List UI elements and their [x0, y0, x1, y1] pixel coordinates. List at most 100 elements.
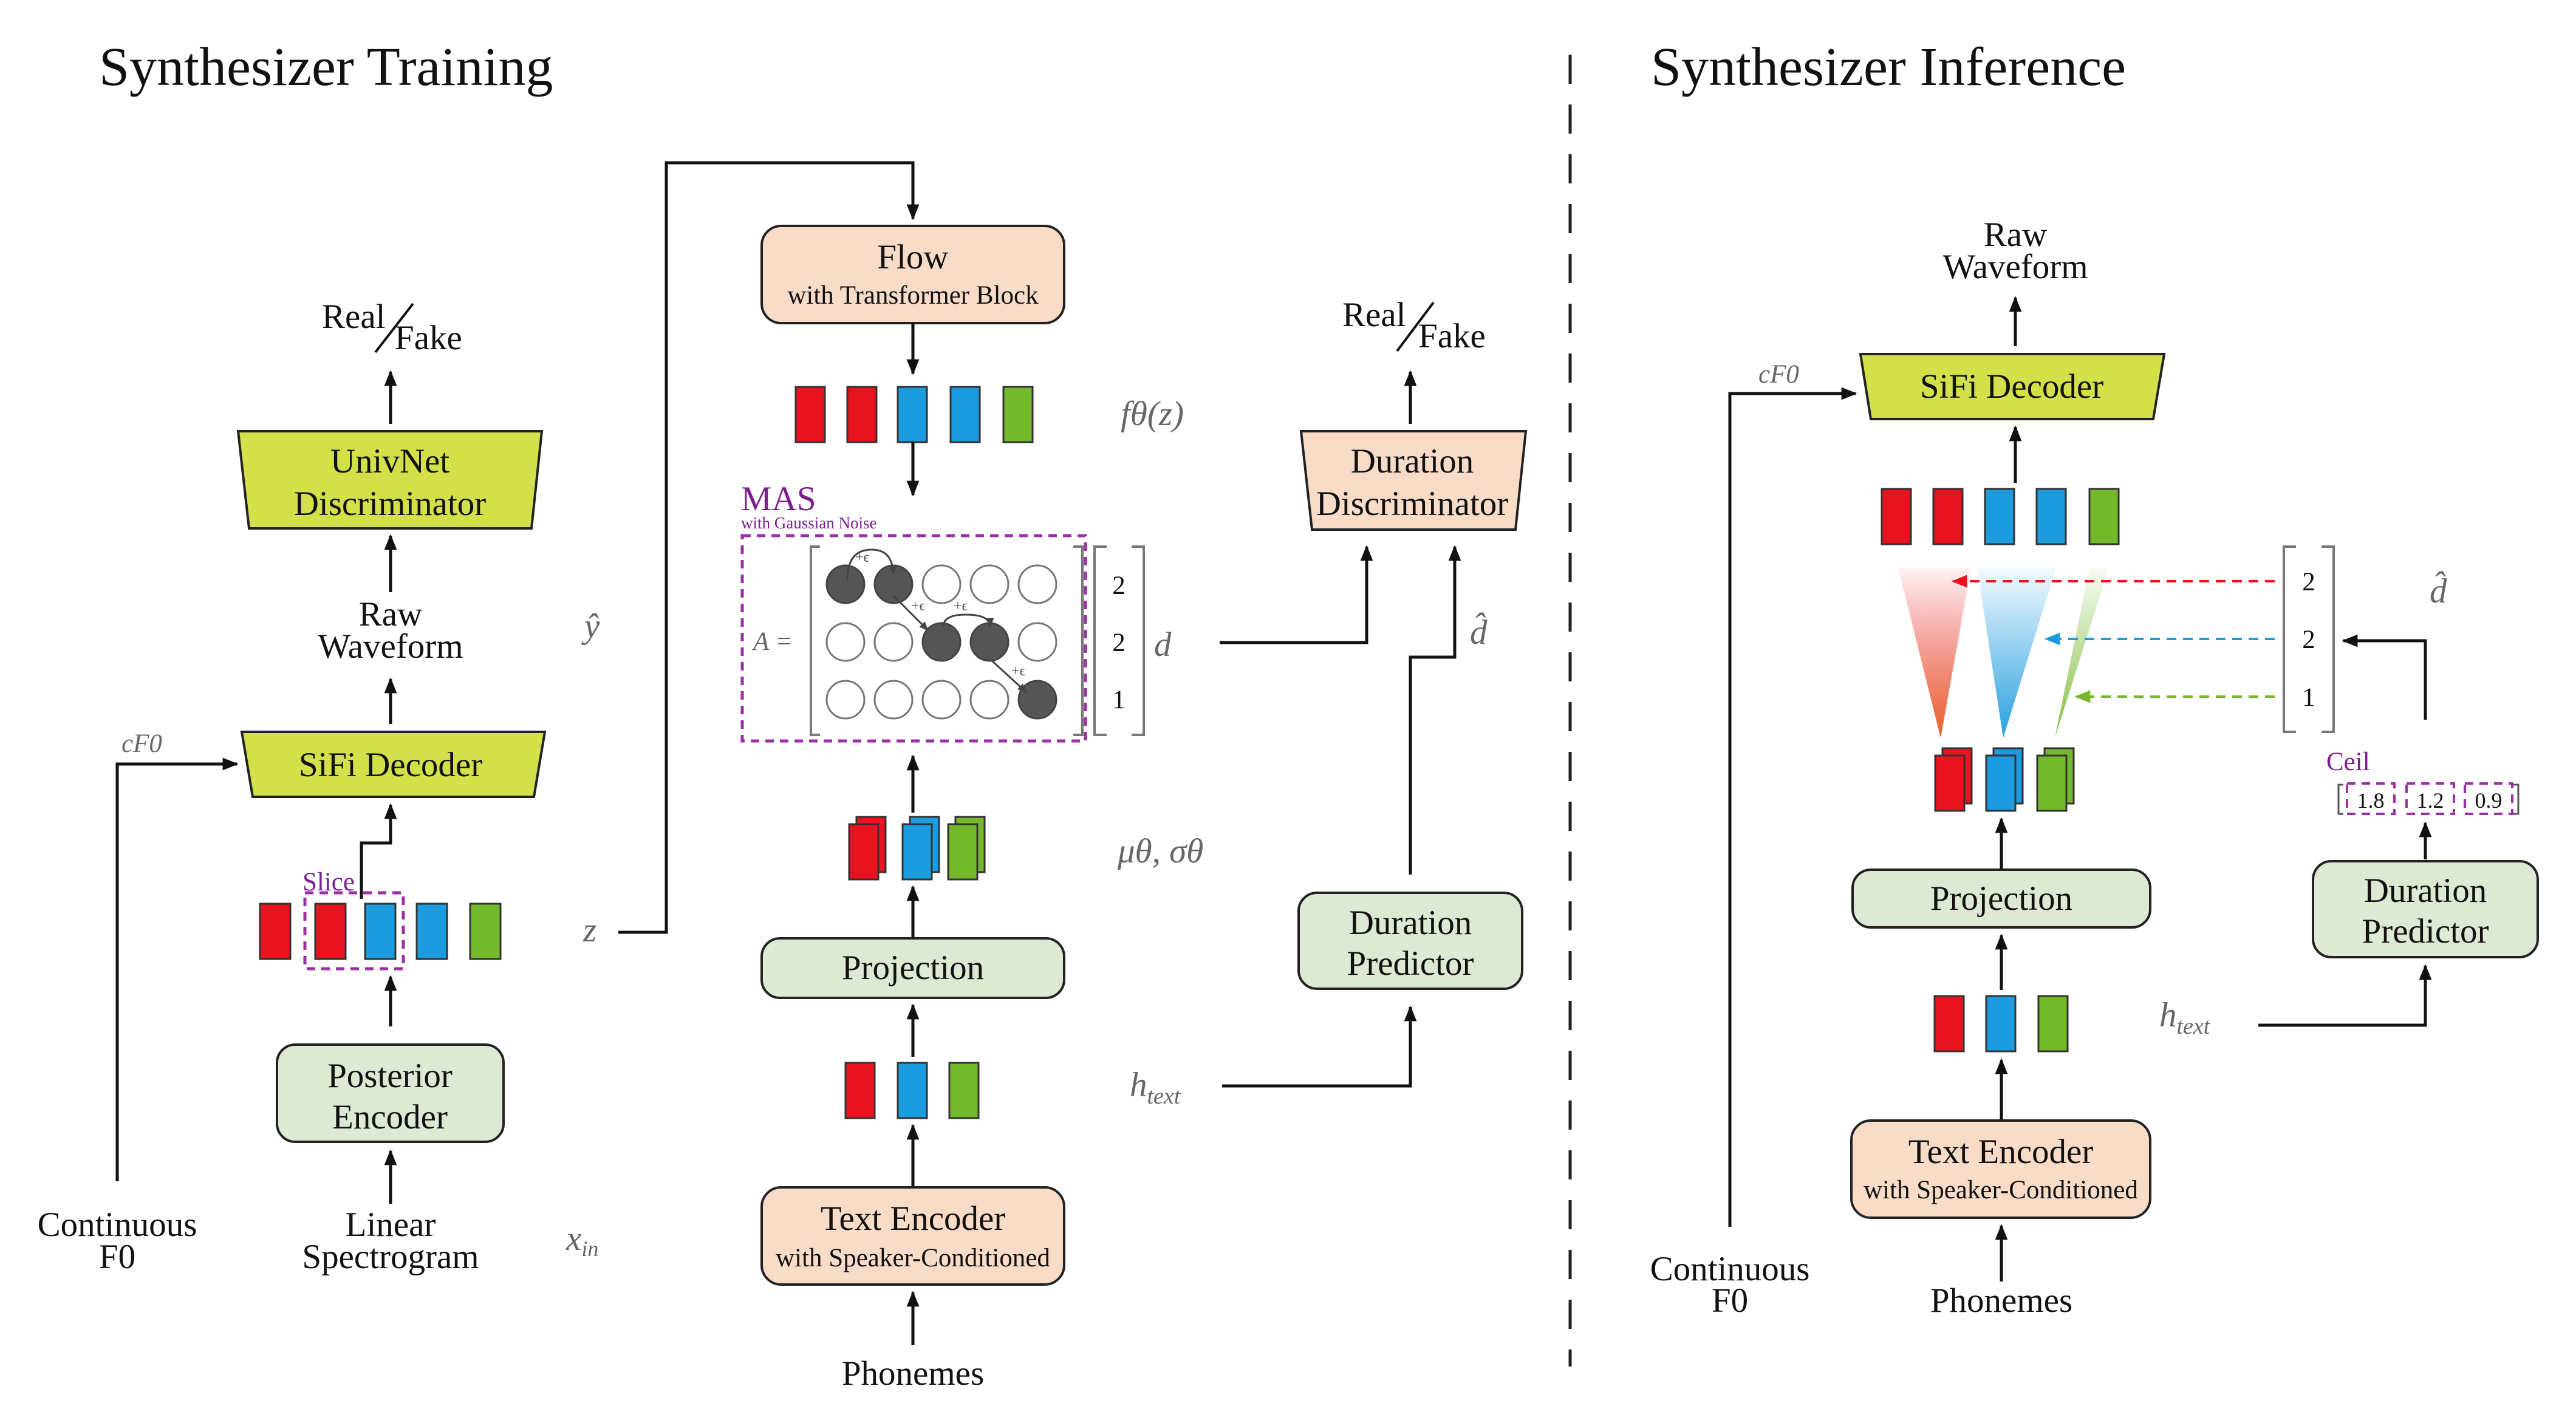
arrow-d-to-dur-disc — [1220, 545, 1373, 644]
svg-text:with Speaker-Conditioned: with Speaker-Conditioned — [1864, 1176, 2138, 1204]
text-token-3 — [948, 1062, 980, 1119]
mas-cell-r1-c3 — [921, 564, 962, 604]
svg-text:Discriminator: Discriminator — [1316, 485, 1509, 523]
text-encoder-train: Text Encoder with Speaker-Conditioned — [760, 1186, 1065, 1286]
phonemes-label-infer: Phonemes — [1930, 1281, 2072, 1320]
eps-arrow-4 — [990, 659, 1028, 694]
dur-fake-label: Fake — [1418, 317, 1486, 355]
infer-token-stack-blue — [1985, 747, 2024, 812]
expansion-cone-green — [2055, 568, 2109, 738]
pred-value-3: 0.9 — [2475, 788, 2503, 813]
mas-cell-r3-c3 — [921, 680, 962, 720]
eps-label-1: +ϵ — [855, 550, 870, 565]
eps-label-2: +ϵ — [911, 598, 926, 614]
symbol-f-theta-z: fθ(z) — [1121, 395, 1184, 433]
symbol-h-text-infer: htext — [2159, 996, 2211, 1039]
cf0-label-train: cF0 — [121, 729, 162, 758]
dur-vector-bracket-right — [1132, 545, 1145, 736]
svg-text:Predictor: Predictor — [1347, 944, 1474, 983]
mas-cell-r2-c2 — [873, 622, 914, 662]
flow-token-4 — [949, 386, 981, 443]
univnet-real-label: Real — [322, 298, 385, 336]
text-encoder-infer: Text Encoder with Speaker-Conditioned — [1850, 1119, 2151, 1219]
svg-text:F0: F0 — [1712, 1281, 1748, 1320]
symbol-d: d — [1154, 626, 1172, 664]
latent-token-2 — [314, 903, 347, 960]
sifi-decoder-train: SiFi Decoder — [240, 731, 547, 798]
expanded-token-2 — [1932, 488, 1964, 545]
arrow-htext-to-dur-pred-infer — [2258, 964, 2432, 1027]
expanded-token-4 — [2035, 488, 2067, 545]
duration-discriminator: Duration Discriminator — [1299, 430, 1528, 531]
latent-token-1 — [259, 903, 292, 960]
phonemes-label-train: Phonemes — [842, 1354, 984, 1393]
mas-cell-r2-c5 — [1017, 622, 1057, 662]
univnet-fake-label: Fake — [395, 319, 462, 357]
svg-text:Projection: Projection — [1930, 879, 2072, 918]
dur-real-label: Real — [1342, 296, 1406, 334]
pred-value-2: 1.2 — [2417, 788, 2444, 813]
mas-cell-r3-c2 — [873, 680, 914, 720]
mas-cell-r2-c4 — [969, 622, 1010, 662]
mas-sublabel: with Gaussian Noise — [741, 514, 876, 532]
text-token-1 — [844, 1062, 876, 1119]
infer-token-stack-red — [1934, 747, 1973, 812]
dur-value-3: 1 — [1112, 686, 1126, 714]
latent-token-5 — [469, 903, 502, 960]
svg-text:Text Encoder: Text Encoder — [821, 1200, 1006, 1238]
training-title: Synthesizer Training — [99, 37, 553, 97]
expanded-token-5 — [2088, 488, 2120, 545]
continuous-f0-label-infer: Continuous F0 — [1650, 1250, 1810, 1320]
symbol-d-hat-infer: d̂ — [2430, 571, 2447, 610]
dur-vector-infer-bracket-left — [2283, 545, 2296, 733]
univnet-real-fake: Real Fake — [322, 298, 462, 357]
dur-vector-bracket-left — [1093, 545, 1107, 736]
arrow-cf0-to-sifi — [115, 757, 239, 1181]
eps-arrow-3 — [942, 613, 994, 628]
prior-token-stack-blue — [901, 816, 940, 881]
svg-text:Projection: Projection — [842, 949, 984, 987]
flow-token-5 — [1002, 386, 1034, 443]
inference-title: Synthesizer Inference — [1651, 37, 2126, 97]
expansion-cone-red — [1898, 568, 1971, 738]
expansion-cone-blue — [1977, 568, 2056, 738]
eps-arrow-1 — [846, 548, 897, 581]
svg-text:with Transformer Block: with Transformer Block — [787, 281, 1039, 310]
mas-a-equals: A = — [751, 627, 793, 656]
projection-block-infer: Projection — [1851, 869, 2151, 929]
svg-text:F0: F0 — [99, 1238, 135, 1276]
arrow-dhat-to-dur-disc — [1409, 545, 1461, 875]
dur-vector-infer-bracket-right — [2321, 545, 2335, 733]
infer-text-token-3 — [2037, 995, 2069, 1053]
ceil-bracket-right — [2513, 783, 2520, 815]
arrow-z-to-flow — [618, 161, 920, 934]
dur-value-2: 2 — [1112, 629, 1126, 657]
slice-box — [303, 891, 405, 971]
mas-matrix-bracket-right — [1073, 545, 1084, 736]
arrow-slice-to-sifi — [360, 803, 397, 899]
mas-alignment-grid — [825, 564, 1057, 720]
svg-text:Encoder: Encoder — [332, 1098, 448, 1136]
continuous-f0-label-train: Continuous F0 — [38, 1206, 197, 1276]
svg-text:UnivNet: UnivNet — [330, 442, 449, 480]
flow-token-1 — [794, 386, 826, 443]
ceil-box-1 — [2346, 782, 2396, 815]
flow-token-2 — [846, 386, 878, 443]
univnet-discriminator: UnivNet Discriminator — [236, 430, 544, 530]
symbol-x-in: xin — [565, 1220, 598, 1261]
svg-text:with Speaker-Conditioned: with Speaker-Conditioned — [776, 1244, 1050, 1272]
expanded-token-3 — [1984, 488, 2015, 545]
sifi-decoder-infer: SiFi Decoder — [1859, 353, 2166, 420]
infer-token-stack-green — [2036, 747, 2075, 812]
mas-matrix-bracket-left — [810, 545, 820, 736]
mas-cell-r1-c1 — [825, 564, 866, 604]
arrow-cf0-to-sifi-infer — [1728, 387, 1857, 1227]
svg-text:Linear: Linear — [346, 1206, 436, 1244]
dur-infer-value-3: 1 — [2302, 683, 2315, 712]
pred-value-1: 1.8 — [2357, 788, 2385, 813]
ceil-bracket-left — [2337, 783, 2343, 815]
svg-text:SiFi Decoder: SiFi Decoder — [1920, 367, 2103, 406]
mas-box — [740, 534, 1087, 743]
symbol-h-text-train: htext — [1130, 1066, 1181, 1109]
infer-text-token-2 — [1985, 995, 2017, 1053]
